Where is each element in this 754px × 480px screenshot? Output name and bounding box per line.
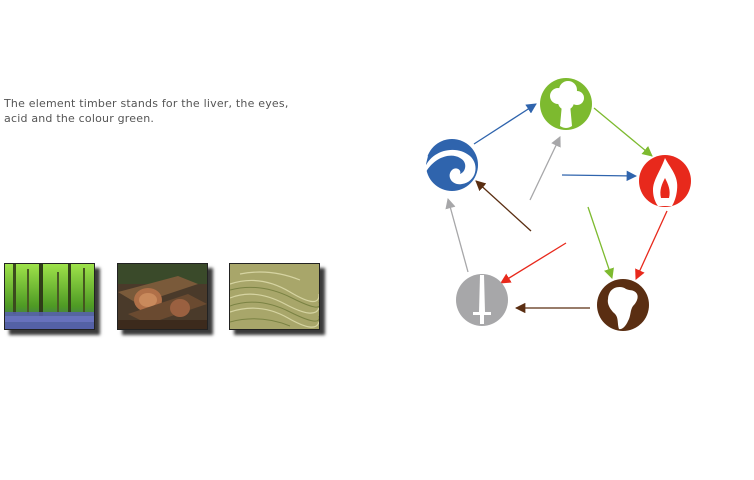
arrow-earth-to-water	[475, 180, 532, 232]
tree-icon	[550, 81, 584, 128]
metal-element[interactable]	[456, 274, 508, 326]
arrow-fire-to-metal	[500, 242, 567, 284]
fire-element[interactable]	[639, 155, 691, 207]
sword-icon	[473, 275, 491, 324]
grass-thumbnail[interactable]	[229, 263, 320, 330]
africa-icon	[607, 287, 638, 330]
arrow-timber-to-earth	[587, 206, 614, 279]
arrow-metal-to-water	[445, 197, 469, 273]
five-elements-cycle-diagram	[420, 78, 691, 331]
water-element[interactable]	[420, 139, 478, 191]
earth-element[interactable]	[597, 279, 649, 331]
arrow-water-to-timber	[473, 103, 537, 145]
timber-element[interactable]	[540, 78, 592, 130]
bluebell-forest-thumbnail[interactable]	[4, 263, 95, 330]
element-description: The element timber stands for the liver,…	[4, 97, 289, 125]
arrow-fire-to-earth	[635, 210, 668, 280]
arrow-timber-to-fire	[593, 107, 653, 157]
arrow-water-to-fire	[561, 170, 638, 182]
cut-logs-thumbnail[interactable]	[117, 263, 208, 330]
wave-icon	[420, 149, 476, 185]
arrow-metal-to-timber	[529, 136, 561, 201]
